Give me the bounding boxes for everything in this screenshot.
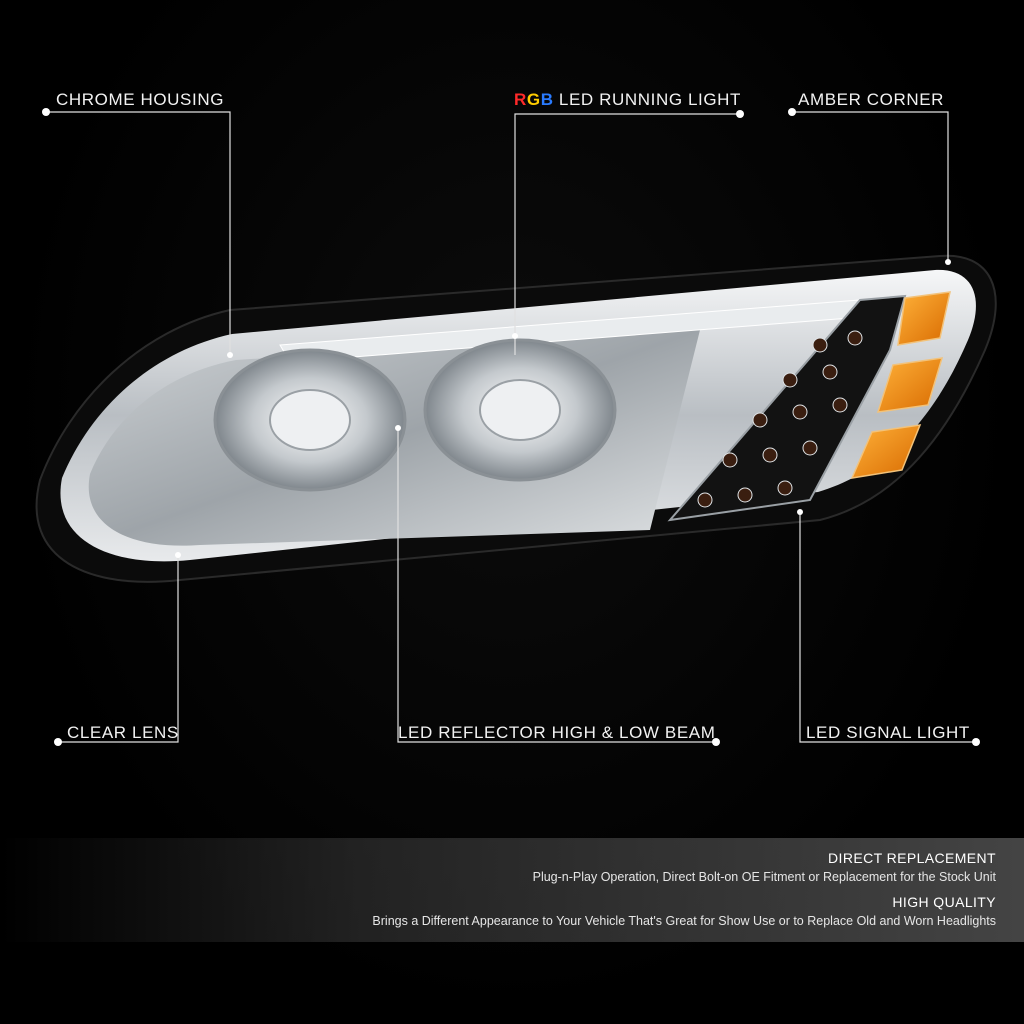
amber-lens-top — [897, 291, 951, 346]
leader-lines — [46, 111, 976, 743]
leader-dots — [42, 108, 980, 746]
callout-amber-corner: AMBER CORNER — [798, 90, 945, 109]
rgb-letter-g: G — [526, 90, 541, 109]
callout-chrome-housing: CHROME HOUSING — [56, 90, 225, 109]
rgb-letter-b: B — [540, 90, 554, 109]
callout-reflector-beam: LED REFLECTOR HIGH & LOW BEAM — [398, 723, 716, 742]
feature-desc: Plug-n-Play Operation, Direct Bolt-on OE… — [532, 870, 996, 884]
callout-clear-lens: CLEAR LENS — [67, 723, 179, 742]
callout-rgb-running-light: RGB LED RUNNING LIGHT — [514, 90, 741, 110]
callout-signal-light: LED SIGNAL LIGHT — [806, 723, 970, 742]
rgb-letter-r: R — [514, 90, 527, 109]
feature-direct-replacement: DIRECT REPLACEMENT Plug-n-Play Operation… — [533, 850, 996, 884]
amber-lens-mid — [876, 357, 944, 413]
feature-title: HIGH QUALITY — [892, 894, 996, 910]
feature-high-quality: HIGH QUALITY Brings a Different Appearan… — [372, 894, 996, 928]
amber-lens-bottom — [850, 424, 922, 479]
running-light-text: LED RUNNING LIGHT — [553, 90, 742, 109]
features-band: DIRECT REPLACEMENT Plug-n-Play Operation… — [0, 838, 1024, 942]
feature-desc: Brings a Different Appearance to Your Ve… — [372, 914, 996, 928]
led-diodes — [697, 330, 863, 508]
feature-title: DIRECT REPLACEMENT — [828, 850, 996, 866]
